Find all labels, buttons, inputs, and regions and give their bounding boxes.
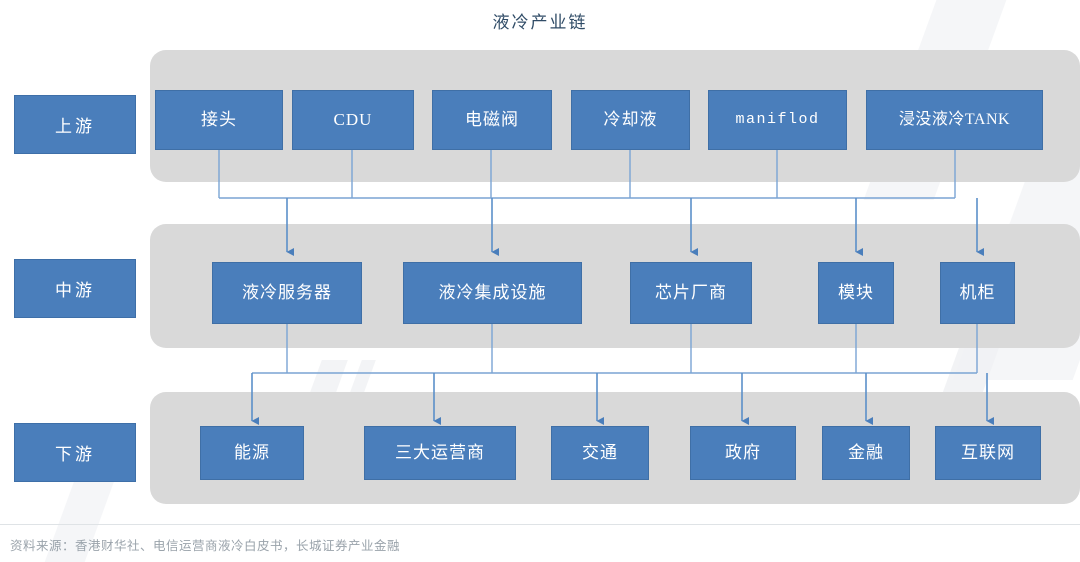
page-title: 液冷产业链 [492,13,588,32]
footer-divider [0,524,1080,525]
node-downstream-5[interactable]: 互联网 [935,426,1041,480]
node-downstream-0[interactable]: 能源 [200,426,304,480]
node-upstream-0[interactable]: 接头 [155,90,283,150]
node-upstream-4[interactable]: maniflod [708,90,847,150]
node-downstream-4[interactable]: 金融 [822,426,910,480]
node-upstream-2[interactable]: 电磁阀 [432,90,552,150]
node-downstream-1[interactable]: 三大运营商 [364,426,516,480]
node-midstream-4[interactable]: 机柜 [940,262,1015,324]
node-upstream-5[interactable]: 浸没液冷TANK [866,90,1043,150]
node-midstream-1[interactable]: 液冷集成设施 [403,262,582,324]
tier-label-downstream: 下游 [14,423,136,482]
node-midstream-0[interactable]: 液冷服务器 [212,262,362,324]
node-downstream-3[interactable]: 政府 [690,426,796,480]
node-midstream-3[interactable]: 模块 [818,262,894,324]
node-downstream-2[interactable]: 交通 [551,426,649,480]
tier-label-midstream: 中游 [14,259,136,318]
tier-label-upstream: 上游 [14,95,136,154]
node-midstream-2[interactable]: 芯片厂商 [630,262,752,324]
node-upstream-3[interactable]: 冷却液 [571,90,690,150]
source-note: 资料来源：香港财华社、电信运营商液冷白皮书，长城证券产业金融 [10,539,401,553]
node-upstream-1[interactable]: CDU [292,90,414,150]
